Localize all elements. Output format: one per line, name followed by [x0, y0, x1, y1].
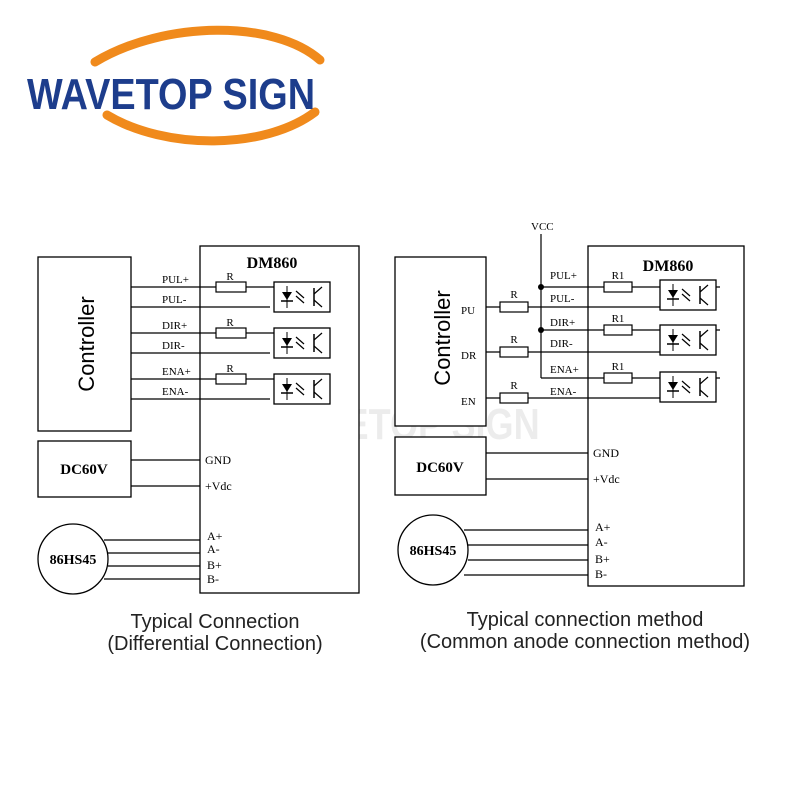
pin-label: PUL+	[550, 270, 577, 282]
left-caption-line2: (Differential Connection)	[107, 633, 323, 655]
pin-label: PU	[461, 305, 475, 317]
pin-label: ENA-	[550, 386, 577, 398]
motor-wires	[464, 529, 588, 576]
resistor	[215, 373, 247, 385]
logo-swoosh	[90, 25, 325, 146]
right-caption-line1: Typical connection method	[466, 609, 704, 631]
pin-label: PUL-	[162, 294, 187, 306]
driver-label: DM860	[643, 258, 694, 275]
driver-label: DM860	[247, 255, 298, 272]
pin-label: PUL-	[550, 293, 575, 305]
resistor-label: R	[510, 380, 518, 392]
optocoupler	[659, 324, 717, 356]
power-label: DC60V	[60, 462, 108, 478]
resistor-label: R	[510, 289, 518, 301]
pin-label: A-	[595, 535, 608, 549]
pin-label: DIR+	[162, 320, 187, 332]
pin-label: B-	[595, 567, 607, 581]
motor-circle	[37, 523, 109, 595]
right-caption-line2: (Common anode connection method)	[419, 631, 751, 653]
pin-label: +Vdc	[205, 479, 232, 493]
pin-label: ENA-	[162, 386, 189, 398]
pin-label: B+	[595, 552, 610, 566]
pin-label: EN	[461, 396, 476, 408]
motor-label: 86HS45	[50, 553, 97, 568]
pin-label: B-	[207, 572, 219, 586]
pin-label: A+	[207, 529, 223, 543]
resistor-label: R1	[612, 313, 625, 325]
pin-label: PUL+	[162, 274, 189, 286]
controller-box	[394, 256, 487, 427]
pin-label: +Vdc	[593, 472, 620, 486]
motor-wires	[104, 539, 200, 580]
pin-label: ENA+	[550, 364, 579, 376]
right-caption: Typical connection method (Common anode …	[390, 609, 780, 653]
resistor	[215, 281, 247, 293]
resistor-label: R	[510, 334, 518, 346]
pin-label: B+	[207, 558, 222, 572]
left-caption-line1: Typical Connection	[130, 611, 300, 633]
resistor-label: R	[226, 271, 234, 283]
motor-label: 86HS45	[410, 544, 457, 559]
controller-label: Controller	[430, 290, 455, 385]
pin-label: DIR-	[550, 338, 573, 350]
pin-label: GND	[205, 453, 231, 467]
pin-label: ENA+	[162, 366, 191, 378]
resistor-label: R1	[612, 270, 625, 282]
power-supply-box	[394, 436, 487, 496]
pin-label: A+	[595, 520, 611, 534]
brand-name: WAVETOP SIGN	[27, 70, 316, 119]
vcc-label: VCC	[531, 221, 554, 233]
resistor	[603, 324, 633, 336]
optocoupler	[659, 371, 717, 403]
brand-logo: WAVETOP SIGN	[15, 20, 395, 150]
resistor	[499, 301, 529, 313]
resistor	[499, 392, 529, 404]
resistor	[603, 372, 633, 384]
controller-box	[37, 256, 132, 432]
left-caption: Typical Connection (Differential Connect…	[85, 611, 345, 655]
power-supply-box	[37, 440, 132, 498]
controller-label: Controller	[74, 296, 99, 391]
pin-label: A-	[207, 542, 220, 556]
pin-label: DIR-	[162, 340, 185, 352]
resistor	[603, 281, 633, 293]
resistor-label: R	[226, 317, 234, 329]
resistor-label: R	[226, 363, 234, 375]
resistor	[499, 346, 529, 358]
optocoupler	[659, 279, 717, 311]
resistor	[215, 327, 247, 339]
pin-label: GND	[593, 446, 619, 460]
motor-circle	[397, 514, 469, 586]
resistor-label: R1	[612, 361, 625, 373]
power-label: DC60V	[416, 460, 464, 476]
pin-label: DR	[461, 350, 477, 362]
pin-label: DIR+	[550, 317, 575, 329]
